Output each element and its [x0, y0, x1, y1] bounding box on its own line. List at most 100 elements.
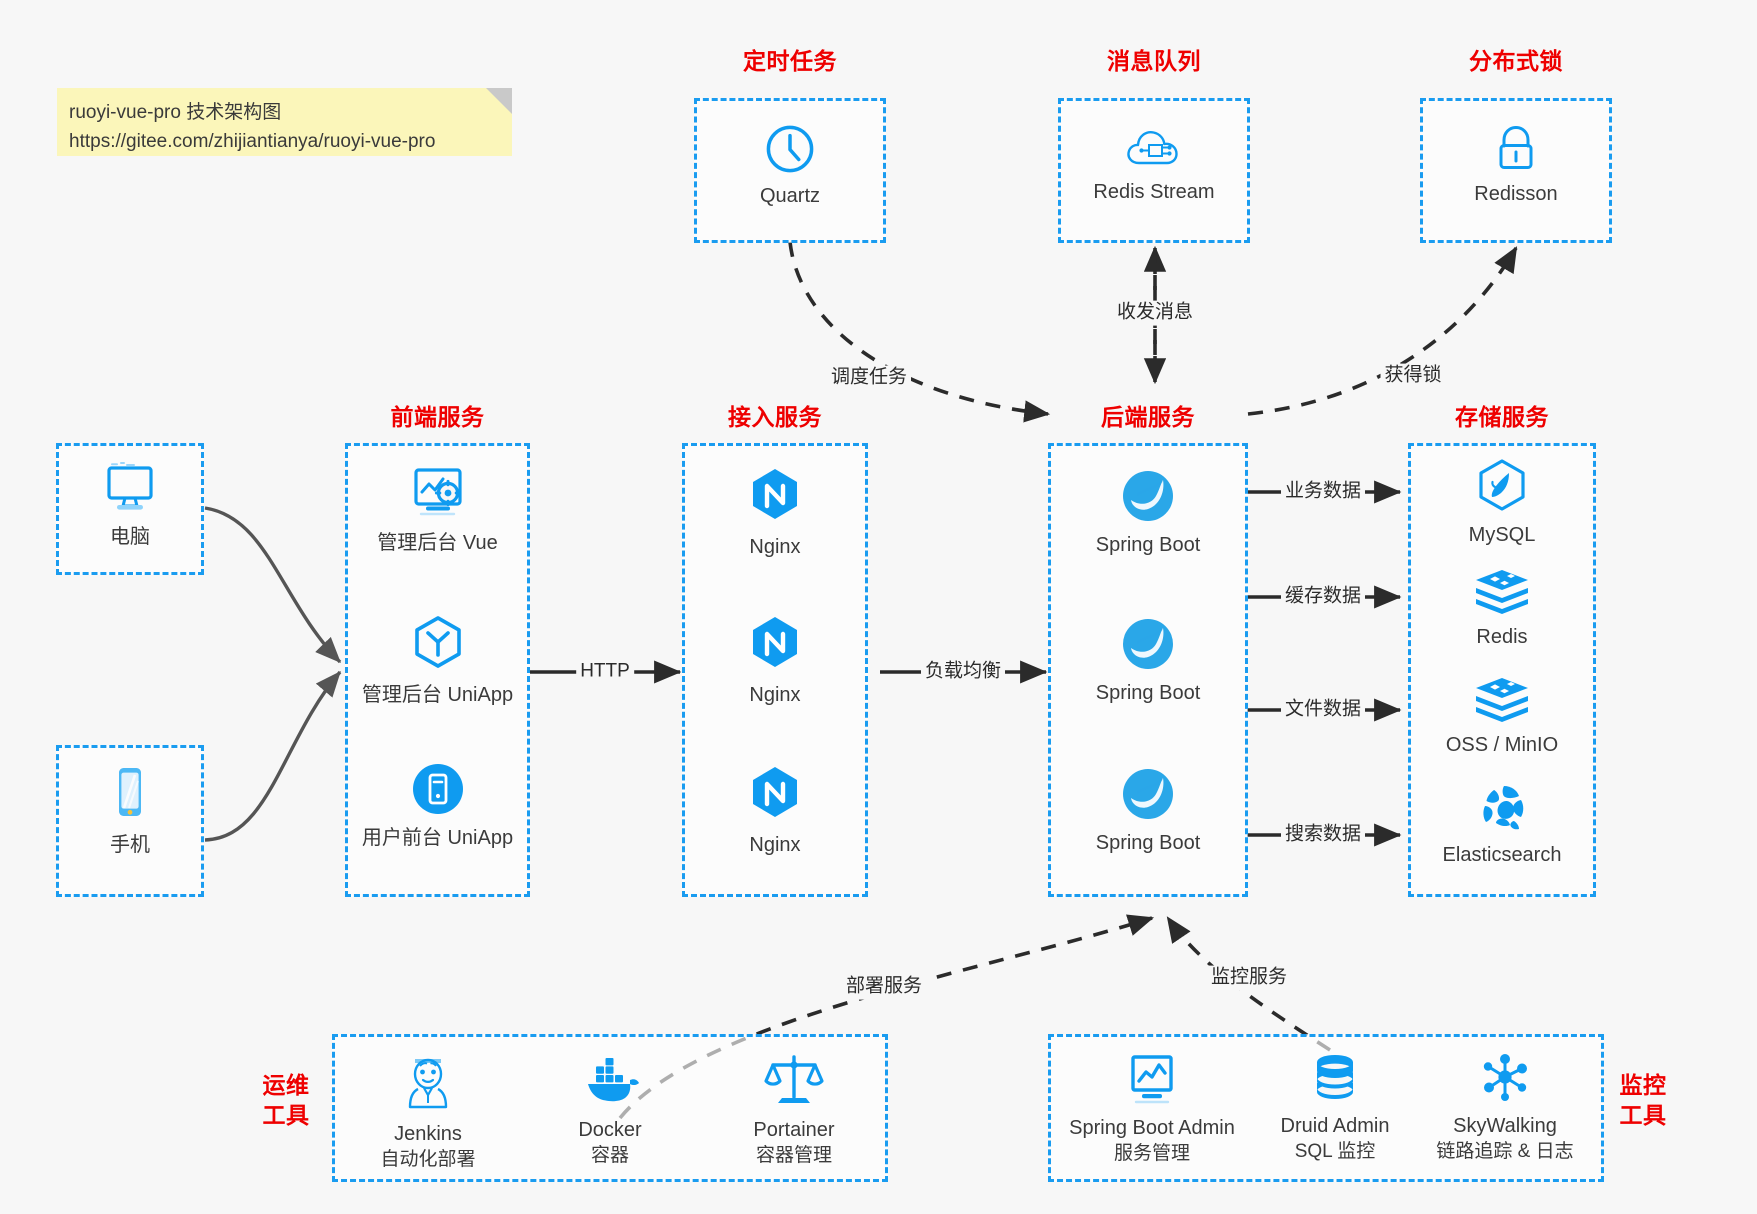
node-redis-stream[interactable]: Redis Stream: [1061, 123, 1247, 205]
group-box-pc[interactable]: 电脑: [56, 443, 204, 575]
node-label-nginx-2: Nginx: [749, 684, 801, 706]
node-sub-skywalking: 链路追踪 & 日志: [1436, 1141, 1574, 1162]
node-user-uniapp[interactable]: 用户前台 UniApp: [348, 759, 527, 851]
nginx-icon: [753, 617, 797, 667]
node-skywalking[interactable]: SkyWalking 链路追踪 & 日志: [1409, 1051, 1601, 1165]
edge-label-monitor-service: 监控服务: [1206, 965, 1292, 991]
node-label-redis-stream: Redis Stream: [1093, 181, 1215, 203]
node-label-jenkins: Jenkins: [394, 1123, 462, 1145]
node-label-spring-boot-3: Spring Boot: [1095, 832, 1201, 854]
node-spring-boot-2[interactable]: Spring Boot: [1051, 614, 1245, 706]
edge-label-file-data: 文件数据: [1280, 697, 1366, 723]
group-title-mq: 消息队列: [1107, 48, 1201, 74]
node-pc[interactable]: 电脑: [59, 460, 201, 550]
node-spring-boot-1[interactable]: Spring Boot: [1051, 466, 1245, 558]
uniapp-hex-icon: [414, 616, 461, 668]
node-oss-minio[interactable]: OSS / MinIO: [1411, 674, 1593, 758]
dashboard-gear-icon: [413, 468, 462, 516]
smartphone-icon: [119, 768, 141, 816]
spring-leaf-icon: [1123, 471, 1173, 521]
edge-label-cache-data: 缓存数据: [1280, 584, 1366, 610]
group-title-devops: 运维 工具: [255, 1070, 317, 1131]
nginx-icon: [753, 767, 797, 817]
elasticsearch-icon: [1483, 786, 1524, 830]
node-nginx-2[interactable]: Nginx: [685, 614, 865, 708]
note-title: ruoyi-vue-pro 技术架构图: [69, 102, 282, 123]
edge-label-schedule-task: 调度任务: [826, 365, 912, 391]
edge-label-search-data: 搜索数据: [1280, 822, 1366, 848]
cloud-stream-icon: [1127, 131, 1178, 165]
node-label-docker: Docker: [578, 1119, 642, 1141]
node-nginx-1[interactable]: Nginx: [685, 466, 865, 560]
note-url: https://gitee.com/zhijiantianya/ruoyi-vu…: [69, 130, 436, 152]
group-title-frontend: 前端服务: [390, 404, 485, 430]
node-nginx-3[interactable]: Nginx: [685, 764, 865, 858]
node-sub-spring-boot-admin: 服务管理: [1113, 1143, 1190, 1164]
group-box-storage[interactable]: MySQL Redis OSS / MinIO: [1408, 443, 1596, 897]
node-redis[interactable]: Redis: [1411, 566, 1593, 650]
node-label-redis: Redis: [1476, 626, 1528, 648]
scales-icon: [764, 1055, 824, 1103]
group-title-gateway: 接入服务: [728, 404, 822, 430]
node-portainer[interactable]: Portainer 容器管理: [713, 1051, 875, 1169]
group-title-monitor: 监控 工具: [1612, 1070, 1674, 1131]
group-box-frontend[interactable]: 管理后台 Vue 管理后台 UniApp 用户前台 UniApp: [345, 443, 530, 897]
node-label-quartz: Quartz: [759, 185, 821, 207]
node-label-elasticsearch: Elasticsearch: [1442, 844, 1562, 866]
group-title-monitor-l2: 工具: [1619, 1102, 1667, 1129]
skywalking-icon: [1483, 1054, 1527, 1101]
node-label-spring-boot-1: Spring Boot: [1095, 534, 1201, 556]
node-admin-vue[interactable]: 管理后台 Vue: [348, 464, 527, 556]
edge-mobile-to-frontend: [204, 670, 342, 842]
node-label-nginx-3: Nginx: [749, 834, 801, 856]
mobile-circle-icon: [412, 764, 463, 814]
node-elasticsearch[interactable]: Elasticsearch: [1411, 782, 1593, 868]
note-fold-corner: [486, 88, 512, 114]
group-box-scheduler[interactable]: Quartz: [694, 98, 886, 243]
node-sub-portainer: 容器管理: [755, 1145, 832, 1166]
node-label-spring-boot-admin: Spring Boot Admin: [1069, 1117, 1235, 1139]
node-label-spring-boot-2: Spring Boot: [1095, 682, 1201, 704]
clock-icon: [766, 125, 814, 173]
node-label-oss-minio: OSS / MinIO: [1445, 734, 1559, 756]
desktop-icon: [107, 462, 153, 510]
group-title-monitor-l1: 监控: [1619, 1072, 1667, 1098]
edge-label-load-balance: 负载均衡: [920, 659, 1006, 685]
group-box-backend[interactable]: Spring Boot Spring Boot Spring Boot: [1048, 443, 1248, 897]
node-admin-uniapp[interactable]: 管理后台 UniApp: [348, 614, 527, 708]
group-title-devops-l2: 工具: [262, 1102, 310, 1129]
group-box-monitor[interactable]: Spring Boot Admin 服务管理 Druid Admin: [1048, 1034, 1604, 1182]
edge-acquire-lock: [1247, 246, 1518, 416]
node-label-skywalking: SkyWalking: [1453, 1115, 1557, 1137]
node-label-mobile: 手机: [110, 834, 150, 856]
group-box-devops[interactable]: Jenkins 自动化部署 Docker 容器: [332, 1034, 888, 1182]
node-label-admin-vue: 管理后台 Vue: [377, 532, 498, 554]
group-box-gateway[interactable]: Nginx Nginx Nginx: [682, 443, 868, 897]
node-spring-boot-3[interactable]: Spring Boot: [1051, 764, 1245, 856]
node-jenkins[interactable]: Jenkins 自动化部署: [347, 1053, 509, 1173]
node-sub-jenkins: 自动化部署: [380, 1149, 476, 1170]
mysql-dolphin-icon: [1479, 459, 1525, 511]
lock-icon: [1499, 125, 1533, 169]
group-title-scheduler: 定时任务: [743, 48, 837, 74]
node-mysql[interactable]: MySQL: [1411, 458, 1593, 548]
group-box-lock[interactable]: Redisson: [1420, 98, 1612, 243]
node-redisson[interactable]: Redisson: [1423, 121, 1609, 207]
database-icon: [1317, 1055, 1353, 1099]
node-label-portainer: Portainer: [753, 1119, 835, 1141]
node-spring-boot-admin[interactable]: Spring Boot Admin 服务管理: [1057, 1051, 1247, 1167]
node-label-user-uniapp: 用户前台 UniApp: [361, 827, 514, 849]
node-quartz[interactable]: Quartz: [697, 121, 883, 209]
node-druid-admin[interactable]: Druid Admin SQL 监控: [1255, 1051, 1415, 1165]
edge-label-business-data: 业务数据: [1280, 479, 1366, 505]
group-box-mq[interactable]: Redis Stream: [1058, 98, 1250, 243]
group-title-devops-l1: 运维: [262, 1072, 310, 1098]
docker-whale-icon: [588, 1058, 639, 1102]
edge-label-acquire-lock: 获得锁: [1380, 363, 1446, 389]
group-title-storage: 存储服务: [1455, 404, 1549, 430]
node-mobile[interactable]: 手机: [59, 764, 201, 858]
group-box-mobile[interactable]: 手机: [56, 745, 204, 897]
spring-leaf-icon: [1123, 769, 1173, 819]
group-title-backend: 后端服务: [1101, 404, 1195, 430]
node-docker[interactable]: Docker 容器: [529, 1053, 691, 1169]
